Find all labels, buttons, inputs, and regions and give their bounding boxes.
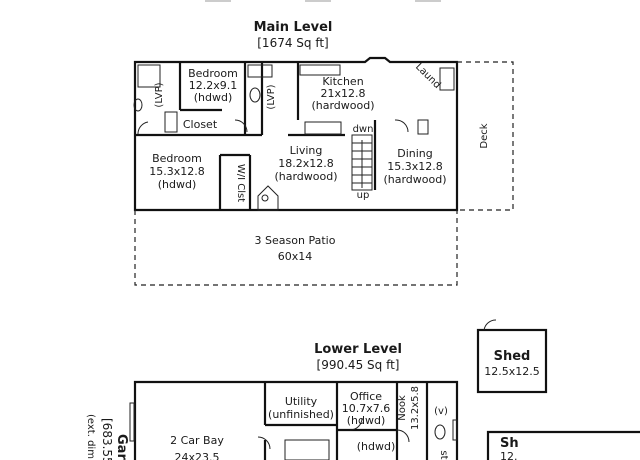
lower-outer-wall [133, 380, 459, 460]
lower-stairs [284, 439, 330, 460]
bedroom1-size: 12.2x9.1 [189, 79, 238, 92]
living-name: Living [290, 144, 323, 157]
office-name: Office [350, 390, 382, 403]
door-swing [349, 417, 363, 431]
patio-size: 60x14 [278, 250, 313, 263]
nook-name: Nook [397, 395, 408, 421]
door-swing [394, 119, 409, 133]
office-floor: (hdwd) [347, 414, 386, 427]
shed-size: 12.5x12.5 [484, 365, 540, 378]
dining-floor: (hardwood) [383, 173, 446, 186]
st-label: st [438, 450, 449, 459]
garage-bay-name: 2 Car Bay [170, 434, 224, 447]
door-swing [234, 119, 248, 133]
shed-2: Sh 12. [486, 430, 640, 460]
kitchen-name: Kitchen [322, 75, 363, 88]
door-swing [137, 121, 149, 135]
appliance [417, 119, 429, 135]
patio-outline [134, 210, 458, 286]
cropped-header-fragments [205, 0, 441, 2]
garage-area: [683.55 [100, 418, 114, 460]
shed2-size: 12. [500, 450, 518, 460]
shed: Shed 12.5x12.5 [476, 319, 548, 394]
laundry-label: Laund [413, 61, 443, 91]
toilet-1 [249, 87, 261, 103]
closet-label: Closet [183, 118, 218, 131]
garage-window [129, 402, 135, 442]
bedroom1-name: Bedroom [188, 67, 238, 80]
main-level-title: Main Level [254, 20, 333, 35]
garage-note: (ext. dim [85, 414, 96, 459]
shed2-outline [486, 430, 640, 460]
vanity-1 [247, 64, 273, 78]
kitchen-counter [299, 64, 341, 76]
shed-door-swing [483, 319, 497, 331]
garage-name: Gara [114, 434, 129, 460]
bedroom2-size: 15.3x12.8 [149, 165, 205, 178]
toilet-lower [434, 424, 446, 440]
lower-level-title: Lower Level [314, 342, 402, 357]
shed2-name: Sh [500, 436, 519, 451]
window-right [452, 419, 458, 441]
bedroom2-floor: (hdwd) [158, 178, 197, 191]
island [304, 121, 342, 135]
lvp2-label: (LVP) [266, 84, 277, 109]
nook-size: 13.2x5.8 [410, 386, 421, 430]
hdwd-label: (hdwd) [357, 440, 396, 453]
tub-1 [137, 64, 161, 88]
lower-level-area: [990.45 Sq ft] [317, 358, 400, 372]
lower-level: Lower Level [990.45 Sq ft] Utility (unfi… [85, 342, 459, 460]
utility-name: Utility [285, 395, 318, 408]
lvp1-label: (LVP) [154, 82, 165, 107]
fixture-circle [261, 194, 269, 202]
utility-note: (unfinished) [268, 408, 334, 421]
living-floor: (hardwood) [274, 170, 337, 183]
wic-label: W/I Clst [235, 164, 246, 202]
shed-outline [476, 328, 548, 394]
stairs-up-label: up [357, 190, 370, 201]
office-size: 10.7x7.6 [342, 402, 391, 415]
living-size: 18.2x12.8 [278, 157, 334, 170]
wic-door [257, 185, 279, 211]
deck-label: Deck [479, 123, 490, 148]
door-swing [396, 429, 410, 443]
kitchen-size: 21x12.8 [321, 87, 366, 100]
bedroom2-name: Bedroom [152, 152, 202, 165]
main-level: Main Level [1674 Sq ft] [133, 20, 514, 286]
deck-outline [457, 61, 514, 211]
patio-name: 3 Season Patio [255, 234, 336, 247]
dining-name: Dining [397, 147, 433, 160]
dining-size: 15.3x12.8 [387, 160, 443, 173]
garage-bay-size: 24x23.5 [175, 451, 220, 460]
stairs-down-label: dwn [353, 124, 374, 135]
shed-name: Shed [494, 349, 531, 364]
kitchen-floor: (hardwood) [311, 99, 374, 112]
bedroom1-floor: (hdwd) [194, 91, 233, 104]
main-stairs [351, 134, 373, 191]
toilet-2 [133, 98, 143, 112]
main-outer-wall [133, 56, 459, 212]
door-swing [257, 436, 271, 450]
v-label: (v) [434, 406, 448, 417]
fridge [439, 67, 455, 91]
vanity-2 [164, 111, 178, 133]
main-level-area: [1674 Sq ft] [257, 36, 328, 50]
